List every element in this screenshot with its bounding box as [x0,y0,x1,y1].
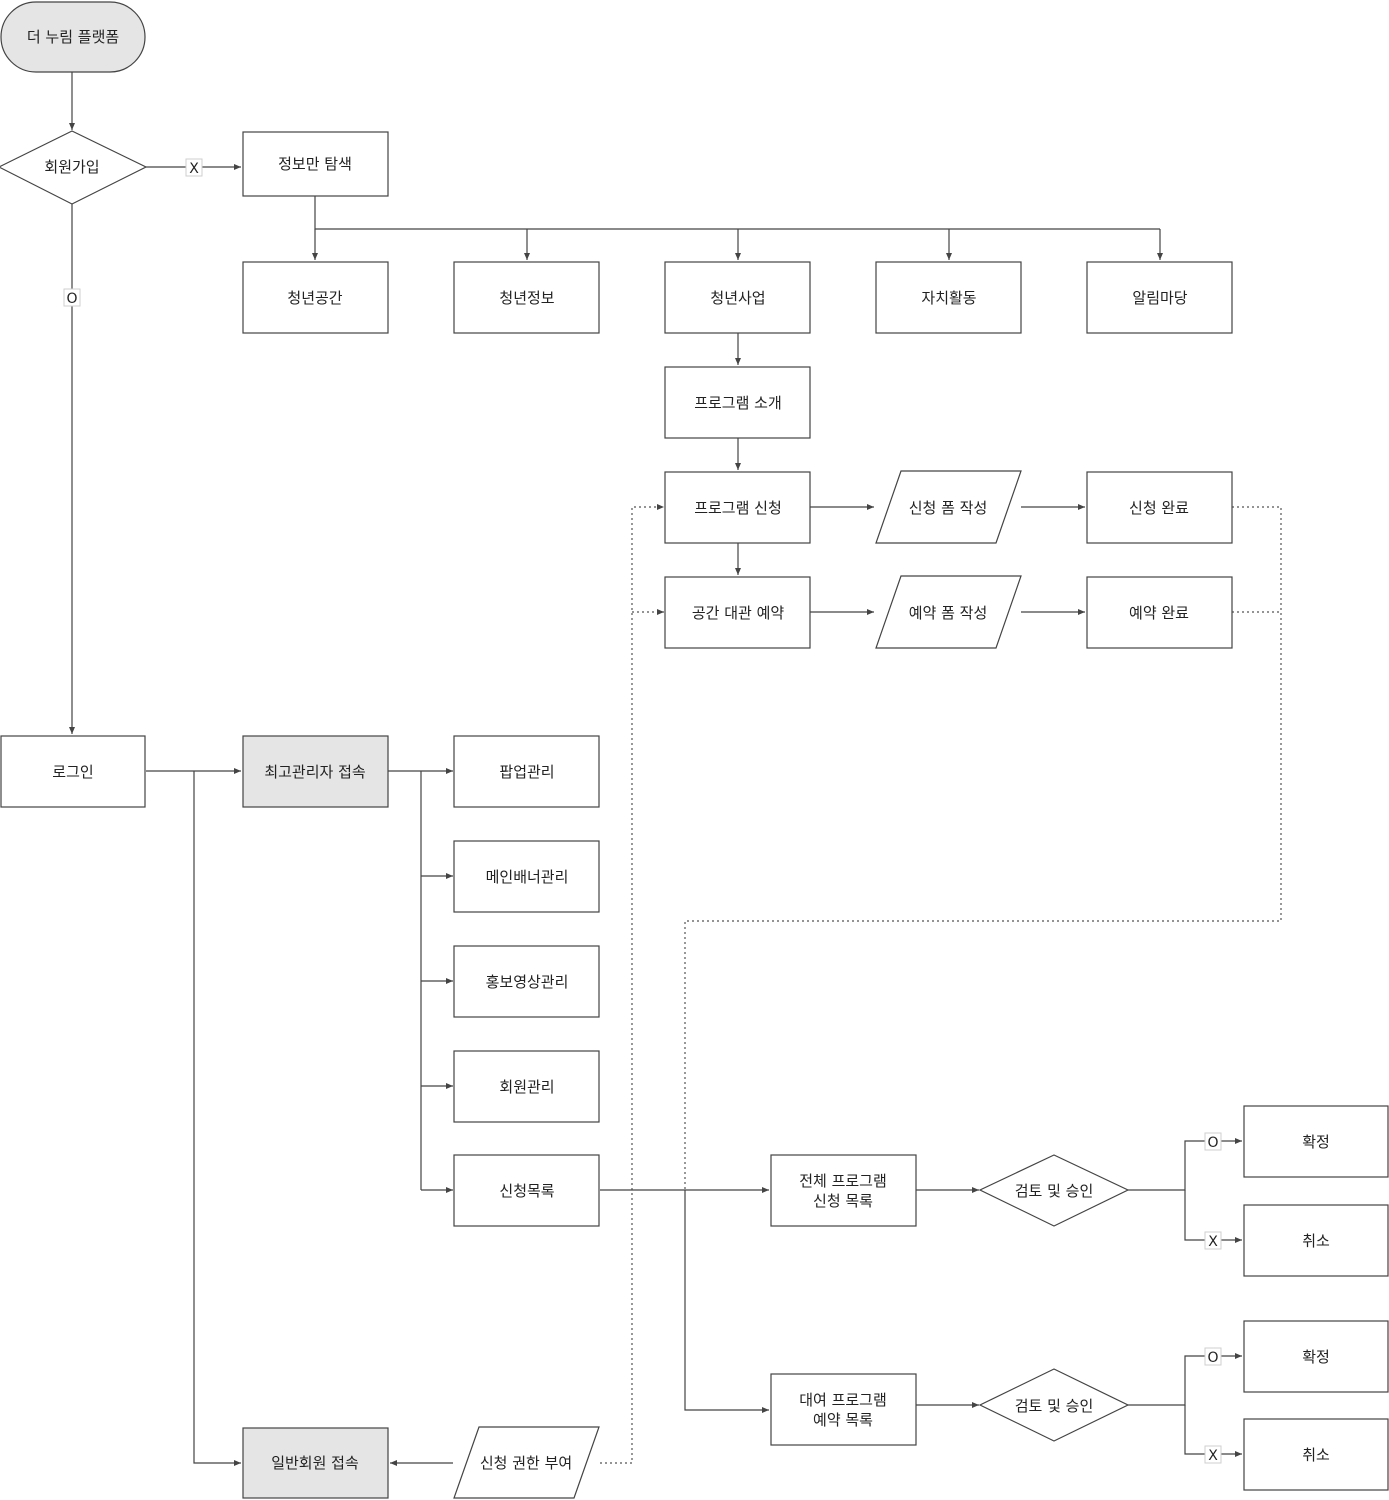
general-member-node: 일반회원 접속 [242,1427,389,1499]
rental-program-list-node: 대여 프로그램 예약 목록 [770,1373,917,1446]
reserve-form-label: 예약 폼 작성 [909,604,988,622]
signup-decision: 회원가입 [0,130,148,205]
login-label: 로그인 [52,763,93,781]
grant-permission-label: 신청 권한 부여 [480,1454,572,1472]
popup-admin-node: 팝업관리 [453,735,600,808]
start-node-label: 더 누림 플랫폼 [27,28,119,46]
cancel-1-label: 취소 [1302,1232,1330,1250]
general-member-label: 일반회원 접속 [271,1454,359,1472]
rental-program-list-label-line2: 예약 목록 [813,1411,873,1429]
member-admin-node: 회원관리 [453,1050,600,1123]
start-node: 더 누림 플랫폼 [0,1,146,73]
youth-space-label: 청년공간 [287,289,342,307]
signup-decision-label: 회원가입 [44,158,99,176]
reserve-done-node: 예약 완료 [1086,576,1233,649]
self-govt-label: 자치활동 [921,289,976,307]
youth-space-node: 청년공간 [242,261,389,334]
cancel-node-2: 취소 [1243,1418,1389,1491]
review-approve-1-label: 검토 및 승인 [1015,1182,1094,1200]
info-only-label: 정보만 탐색 [278,155,352,173]
apply-form-node: 신청 폼 작성 [875,470,1022,544]
confirm-node-1: 확정 [1243,1105,1389,1178]
apply-list-label: 신청목록 [499,1182,554,1200]
grant-permission-node: 신청 권한 부여 [453,1426,600,1499]
reserve-form-node: 예약 폼 작성 [875,575,1022,649]
edge-review1-confirm [1128,1138,1242,1191]
youth-info-label: 청년정보 [499,289,554,307]
edge-list-rental [684,1190,769,1413]
rental-program-list-label-line1: 대여 프로그램 [799,1391,887,1409]
edge-label-review1-yes: O [1207,1135,1218,1151]
super-admin-node: 최고관리자 접속 [242,735,389,808]
reserve-done-label: 예약 완료 [1129,604,1189,622]
confirm-2-label: 확정 [1302,1348,1330,1366]
apply-done-node: 신청 완료 [1086,471,1233,544]
edge-label-review2-no: X [1208,1448,1218,1464]
edge-review2-confirm [1128,1353,1242,1406]
program-apply-label: 프로그램 신청 [694,499,782,517]
banner-admin-label: 메인배너관리 [486,868,569,886]
space-rental-label: 공간 대관 예약 [692,604,785,622]
self-govt-node: 자치활동 [875,261,1022,334]
edge-label-signup-no: X [189,161,199,177]
review-approve-2-label: 검토 및 승인 [1015,1397,1094,1415]
confirm-node-2: 확정 [1243,1320,1389,1393]
program-apply-node: 프로그램 신청 [664,471,811,544]
all-program-list-label-line1: 전체 프로그램 [799,1172,887,1190]
edge-review2-cancel [1184,1405,1242,1457]
apply-form-label: 신청 폼 작성 [909,499,988,517]
edge-label-signup-yes: O [66,291,77,307]
edge-label-review2-yes: O [1207,1350,1218,1366]
youth-business-label: 청년사업 [710,289,765,307]
login-node: 로그인 [0,735,146,808]
info-only-node: 정보만 탐색 [242,131,389,197]
notice-node: 알림마당 [1086,261,1233,334]
confirm-1-label: 확정 [1302,1133,1330,1151]
youth-info-node: 청년정보 [453,261,600,334]
video-admin-node: 홍보영상관리 [453,945,600,1018]
member-admin-label: 회원관리 [499,1078,554,1096]
youth-business-node: 청년사업 [664,261,811,334]
program-intro-label: 프로그램 소개 [694,394,782,412]
popup-admin-label: 팝업관리 [499,763,554,781]
apply-done-label: 신청 완료 [1129,499,1189,517]
cancel-2-label: 취소 [1302,1446,1330,1464]
edge-labels: X O O X O X [63,158,1222,1464]
super-admin-label: 최고관리자 접속 [264,763,366,781]
edge-grant-apply-dotted [600,504,664,1464]
edge-label-review1-no: X [1208,1234,1218,1250]
edge-review1-cancel [1184,1190,1242,1243]
banner-admin-node: 메인배너관리 [453,840,600,913]
review-approve-decision-2: 검토 및 승인 [978,1368,1130,1442]
cancel-node-1: 취소 [1243,1204,1389,1277]
all-program-list-label-line2: 신청 목록 [813,1192,873,1210]
apply-list-node: 신청목록 [453,1154,600,1227]
review-approve-decision-1: 검토 및 승인 [978,1154,1130,1227]
program-intro-node: 프로그램 소개 [664,366,811,439]
edge-login-general [193,771,241,1466]
video-admin-label: 홍보영상관리 [486,973,569,991]
edge-info-bus [314,196,1160,230]
notice-label: 알림마당 [1132,289,1187,307]
space-rental-node: 공간 대관 예약 [664,576,811,649]
all-program-list-node: 전체 프로그램 신청 목록 [770,1154,917,1227]
